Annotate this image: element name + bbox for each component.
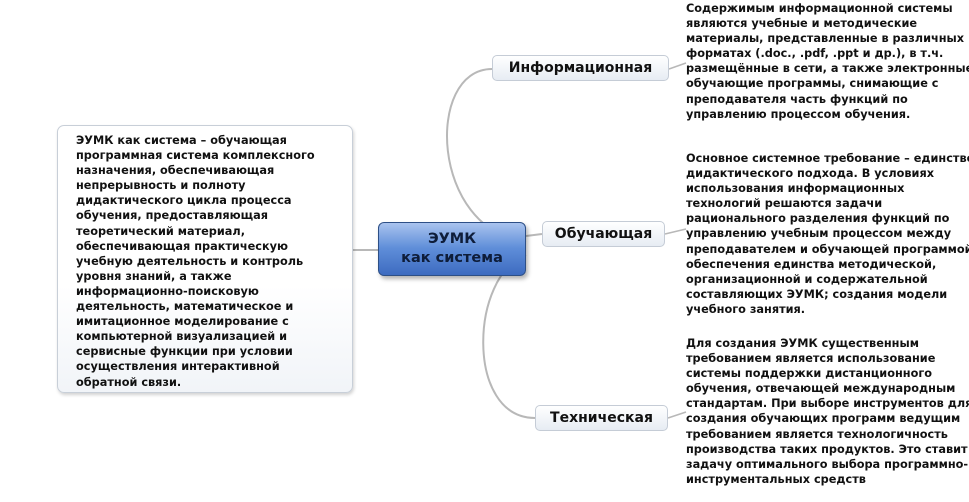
connector-info [446, 68, 527, 243]
branch-description-technical: Для создания ЭУМК существенным требовани… [686, 337, 969, 486]
definition-text: ЭУМК как система – обучающая программная… [76, 134, 315, 389]
connector-tech [482, 254, 536, 419]
branch-label: Техническая [550, 410, 653, 426]
central-node[interactable]: ЭУМК как система [378, 222, 526, 276]
connector-info-desc [668, 62, 687, 70]
branch-node-teaching[interactable]: Обучающая [542, 221, 665, 247]
definition-box: ЭУМК как система – обучающая программная… [57, 125, 353, 393]
branch-node-technical[interactable]: Техническая [535, 405, 668, 431]
branch-description-informational: Содержимым информационной системы являют… [686, 2, 969, 121]
branch-node-informational[interactable]: Информационная [492, 55, 669, 81]
central-node-label: ЭУМК как система [401, 231, 503, 266]
connector-tech-desc [667, 411, 687, 419]
branch-label: Обучающая [554, 226, 653, 242]
branch-label: Информационная [508, 60, 653, 76]
branch-description-teaching: Основное системное требование – единство… [686, 152, 969, 316]
connector-teach [525, 233, 543, 237]
connector-teach-desc [664, 228, 687, 235]
